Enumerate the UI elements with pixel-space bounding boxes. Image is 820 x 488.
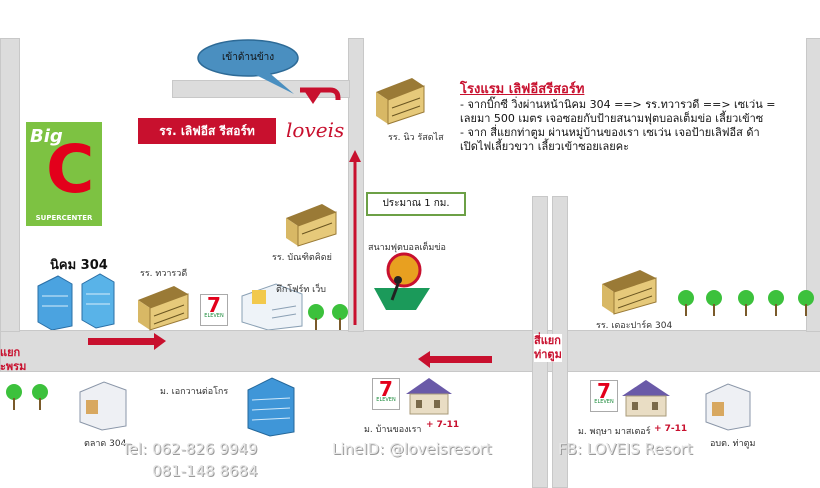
- footer-tel-1: Tel: 062-826 9949: [122, 440, 258, 458]
- road-main: [0, 330, 820, 372]
- bigc-logo: Big C SUPERCENTER: [26, 122, 102, 226]
- market-building-icon: [79, 381, 127, 431]
- label-amphoe: อบต. ท่าตูม: [710, 439, 756, 449]
- seven-eleven-icon: 7 ELEVEN: [372, 377, 400, 410]
- label-village-left: ม. เอกวานต่อโกร: [160, 387, 229, 397]
- seven-eleven-sub: ELEVEN: [204, 313, 224, 319]
- district-office-icon: [705, 383, 751, 431]
- seven-eleven-digit: 7: [379, 377, 393, 401]
- label-new-school: รร. นิว รัสดไส: [388, 133, 444, 143]
- junction-left-line: ะพรม: [0, 360, 27, 373]
- tree-icon: [308, 304, 324, 330]
- tree-icon: [6, 384, 22, 410]
- junction-right-line: ท่าตูม: [534, 348, 562, 361]
- nikom-label: นิคม 304: [50, 258, 108, 273]
- hotel-directions: - จากบิ๊กซี วิ่งผ่านหน้านิคม 304 ==> รร.…: [460, 98, 775, 154]
- junction-right-label: สี่แยก ท่าตูม: [534, 334, 562, 362]
- school-building-icon: [138, 286, 189, 331]
- label-football: สนามฟุตบอลเต็มข่อ: [368, 243, 446, 253]
- footer-facebook: FB: LOVEIS Resort: [558, 440, 693, 458]
- direction-line: - จากบิ๊กซี วิ่งผ่านหน้านิคม 304 ==> รร.…: [460, 98, 776, 111]
- tree-icon: [706, 290, 722, 316]
- village-house-icon: [622, 380, 670, 417]
- resort-sign: รร. เลิฟอีส รีสอร์ท: [138, 118, 276, 144]
- seven-eleven-plus-label: + 7-11: [426, 420, 460, 430]
- label-village-ours: ม. บ้านของเรา: [364, 425, 422, 435]
- nikom-towers-icon: [37, 273, 115, 330]
- seven-eleven-digit: 7: [597, 379, 611, 403]
- label-village-right: ม. พฤษา มาสเตอร์: [578, 427, 651, 437]
- tree-icon: [678, 290, 694, 316]
- seven-eleven-sub: ELEVEN: [376, 397, 396, 403]
- tree-icon: [332, 304, 348, 330]
- school-building-icon: [376, 78, 425, 125]
- seven-eleven-icon: 7 ELEVEN: [590, 379, 618, 412]
- tree-icon: [798, 290, 814, 316]
- village-house-icon: [406, 378, 452, 415]
- seven-eleven-icon: 7 ELEVEN: [200, 293, 228, 326]
- hotel-title: โรงแรม เลิฟอีสรีสอร์ท: [460, 82, 585, 97]
- callout-bubble-shape: [197, 39, 299, 94]
- road-right-vertical: [806, 38, 820, 332]
- junction-right-line: สี่แยก: [534, 334, 561, 347]
- tree-icon: [768, 290, 784, 316]
- bigc-c-letter: C: [46, 131, 95, 208]
- seven-eleven-sub: ELEVEN: [594, 399, 614, 405]
- distance-box: ประมาณ 1 กม.: [366, 192, 466, 216]
- road-left-vertical: [0, 38, 20, 332]
- label-city-hall: ตึกโฟร์ท เว็บ: [276, 285, 326, 295]
- direction-line: เปิดไฟเลี้ยวขวา เลี้ยวเข้าซอยเลยคะ: [460, 140, 630, 153]
- road-soi-top: [172, 80, 350, 98]
- bigc-supercenter: SUPERCENTER: [35, 214, 93, 222]
- seven-eleven-plus-label: + 7-11: [654, 424, 688, 434]
- loveis-logo: loveis: [286, 118, 345, 142]
- junction-left-label: แยก ะพรม: [0, 346, 26, 374]
- label-market: ตลาด 304: [84, 439, 127, 449]
- footer-line-id: LineID: @loveisresort: [332, 440, 492, 458]
- footer-tel-2: 081-148 8684: [152, 462, 258, 480]
- label-school-right: รร. เดอะปาร์ค 304: [596, 321, 673, 331]
- bigc-big-text: Big: [30, 126, 63, 147]
- direction-line: - จาก สี่แยกท่าตูม ผ่านหมู่บ้านของเรา เซ…: [460, 126, 760, 139]
- office-building-icon: [247, 377, 295, 437]
- direction-line: เลยมา 500 เมตร เจอซอยกับป้ายสนามฟุตบอลเต…: [460, 112, 764, 125]
- city-hall-icon: [241, 283, 303, 330]
- school-building-icon: [602, 270, 657, 315]
- tree-icon: [738, 290, 754, 316]
- callout-text: เข้าด้านข้าง: [222, 52, 275, 63]
- label-bandit: รร. บัณฑิตคิดย่: [272, 253, 332, 263]
- school-building-icon: [286, 204, 337, 247]
- seven-eleven-digit: 7: [207, 293, 221, 317]
- football-field-icon: [374, 252, 430, 310]
- tree-icon: [32, 384, 48, 410]
- label-tawarawadee: รร. ทวารวดี: [140, 269, 188, 279]
- junction-left-line: แยก: [0, 346, 21, 359]
